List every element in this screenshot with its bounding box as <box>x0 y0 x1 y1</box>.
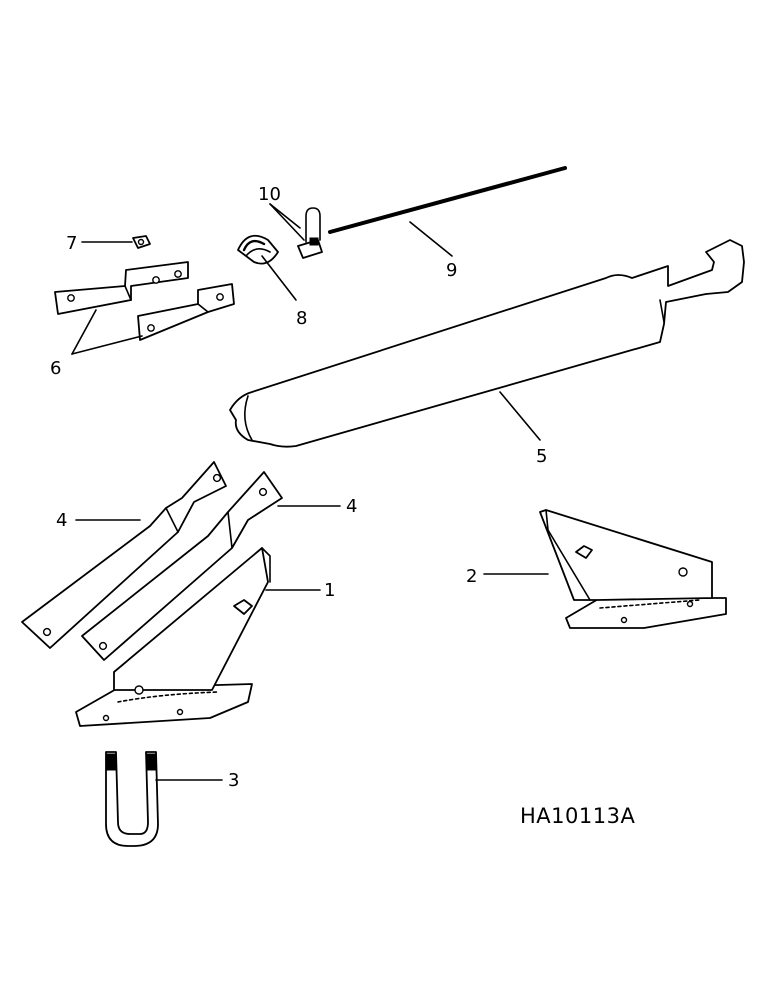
callout-1: 1 <box>324 580 335 601</box>
part-8-thimble <box>237 234 279 265</box>
callout-6: 6 <box>50 358 61 379</box>
callout-8: 8 <box>296 308 307 329</box>
drawing-number: HA10113A <box>520 804 636 828</box>
part-10-clip <box>297 207 323 259</box>
part-7-nut <box>132 235 151 249</box>
leader-lines <box>71 203 549 781</box>
part-3-u-bolt <box>105 751 159 847</box>
callout-2: 2 <box>466 566 477 587</box>
part-5-cylinder <box>229 239 745 448</box>
part-9-cable <box>328 166 567 237</box>
part-6-brackets <box>54 261 235 341</box>
part-2-bracket <box>539 509 727 629</box>
part-1-bracket <box>75 547 271 727</box>
callout-4-left: 4 <box>56 510 67 531</box>
callout-4-right: 4 <box>346 496 357 517</box>
callout-7: 7 <box>66 233 77 254</box>
callout-9: 9 <box>446 260 457 281</box>
callout-3: 3 <box>228 770 239 791</box>
callout-10: 10 <box>258 184 281 205</box>
part-4-arms <box>21 461 283 661</box>
callout-5: 5 <box>536 446 547 467</box>
